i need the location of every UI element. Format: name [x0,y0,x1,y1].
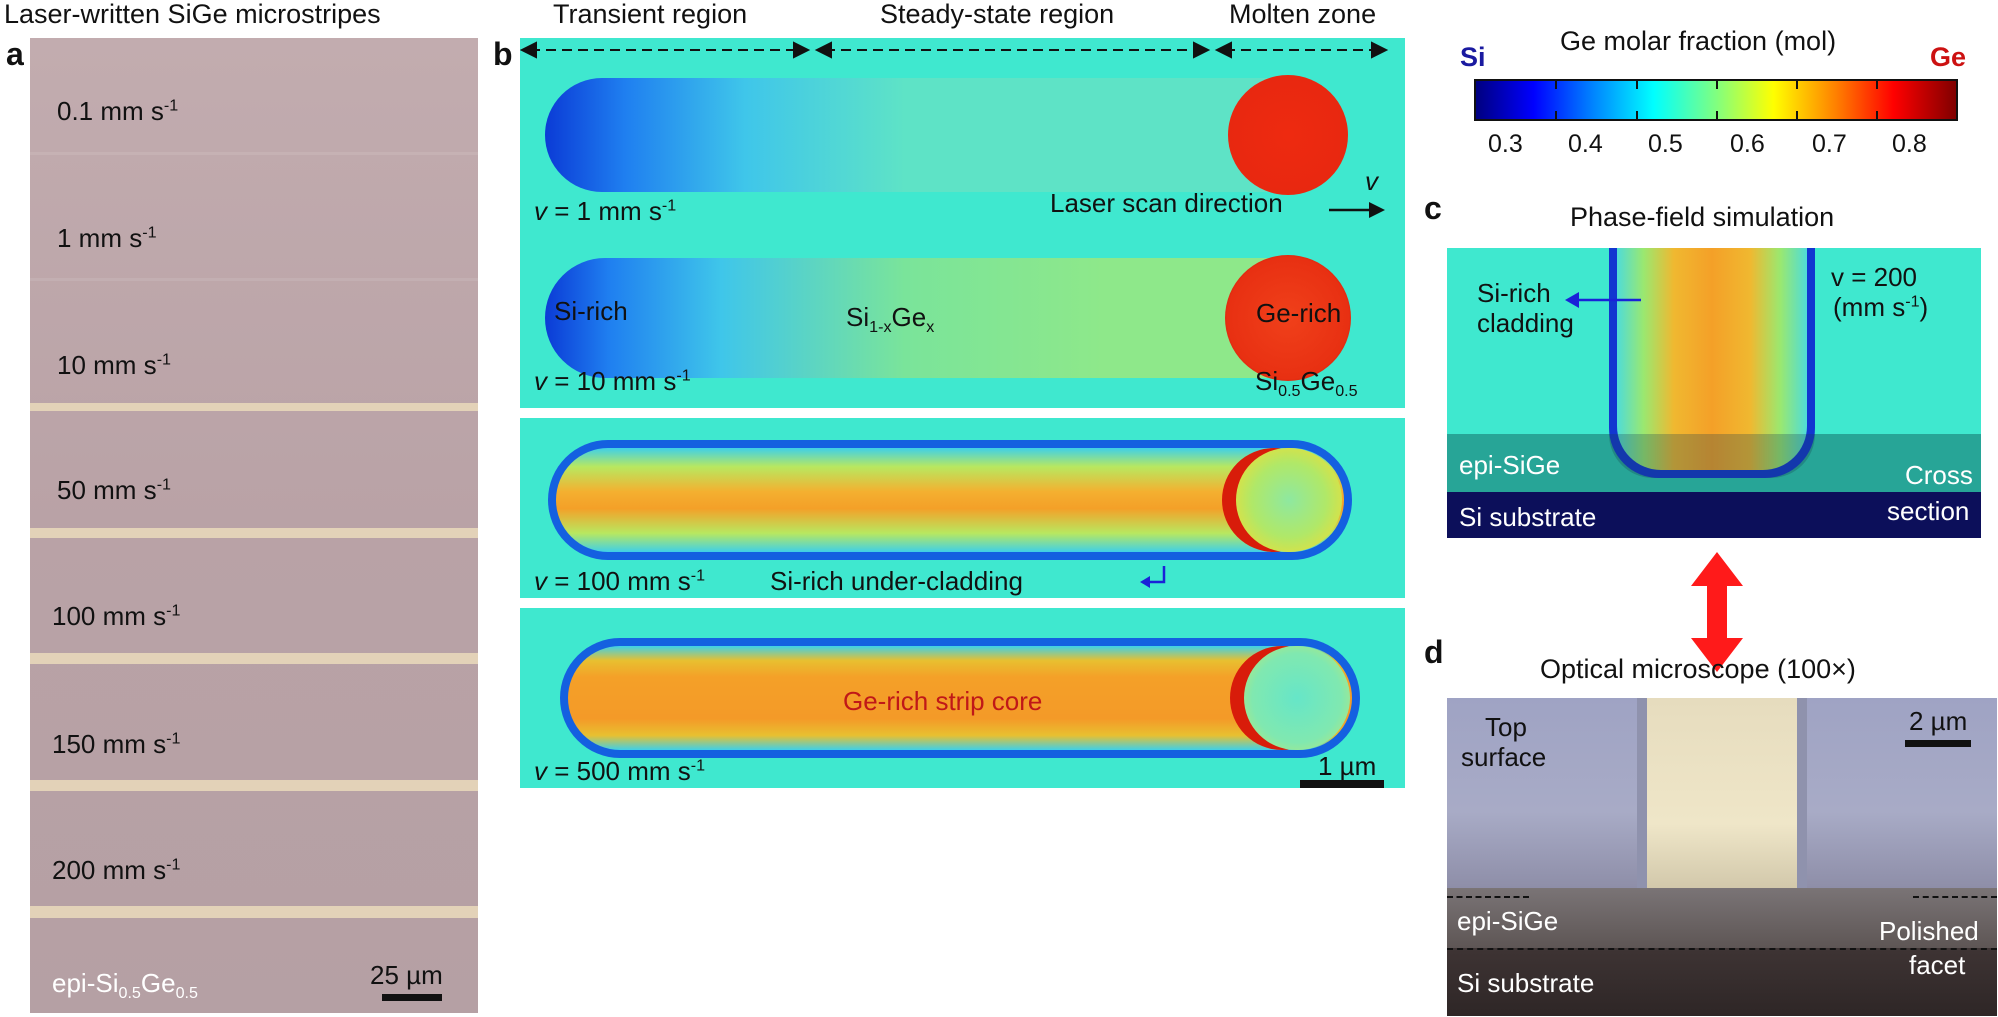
colorbar [1474,79,1958,121]
region-label-molten: Molten zone [1229,0,1377,29]
epi-label-d: epi-SiGe [1457,906,1559,936]
molten-zone-1 [1228,75,1348,195]
colorbar-tick-3: 0.6 [1730,130,1765,158]
panel-b-letter: b [493,36,513,72]
panel-c-title: Phase-field simulation [1570,202,1835,232]
speed-label-b1: v = 1 mm s-1 [534,196,677,226]
stripe-150 [30,780,478,791]
facet-label-1: Polished [1879,916,1979,946]
cross-label-2: section [1887,496,1970,526]
melt-track-4-inner [568,646,1352,750]
speed-label-b3: v = 100 mm s-1 [534,566,706,596]
micrograph-strip-edge-right [1797,698,1807,888]
epi-label-c: epi-SiGe [1459,450,1561,480]
core-in-epi-overlay [1609,434,1815,478]
cladding-arrow [1565,292,1641,308]
laser-scan-label: Laser scan direction [1050,188,1283,218]
speed-label-0: 0.1 mm s-1 [57,96,179,126]
colorbar-tick-1: 0.4 [1568,130,1603,158]
simulation-v10: Si-rich Ge-rich Si1-xGex v = 10 mm s-1 S… [520,228,1405,408]
under-cladding-label: Si-rich under-cladding [770,566,1023,596]
region-label-transient: Transient region [553,0,748,29]
scale-bar-d [1905,740,1971,747]
melt-track-3-inner [556,448,1344,552]
colorbar-title: Ge molar fraction (mol) [1560,26,1837,56]
speed-label-3: 50 mm s-1 [57,475,172,505]
alloy-label: Si1-xGex [846,302,935,337]
molten-zone-4 [1244,646,1350,750]
colorbar-tick-4: 0.7 [1812,130,1847,158]
substrate-label-c: Si substrate [1459,502,1597,532]
substrate-label-d: Si substrate [1457,968,1595,998]
cladding-label-1: Si-rich [1477,278,1551,308]
top-surface-label-2: surface [1461,742,1547,772]
scale-bar-label-b: 1 µm [1318,751,1377,781]
stripe-200 [30,906,478,918]
micrograph-strip [1647,698,1797,908]
colorbar-tick-0: 0.3 [1488,130,1523,158]
speed-label-b4: v = 500 mm s-1 [534,756,706,786]
scale-bar-label-d: 2 µm [1909,706,1968,736]
strip-core [1617,248,1807,470]
laser-v-label: v [1365,166,1378,196]
faint-line-2 [30,278,478,281]
si05ge05-label: Si0.5Ge0.5 [1255,366,1358,401]
panel-d-letter: d [1424,634,1444,670]
region-label-steady: Steady-state region [880,0,1115,29]
microstripe-micrograph: 0.1 mm s-1 1 mm s-1 10 mm s-1 50 mm s-1 … [30,38,478,1013]
laser-scan-arrow [1329,202,1385,218]
melt-track-2 [545,258,1345,378]
cladding-label-2: cladding [1477,308,1574,338]
region-arrows [520,41,1389,59]
simulation-v100: v = 100 mm s-1 Si-rich under-cladding [520,418,1405,598]
speed-label-1: 1 mm s-1 [57,223,157,253]
stripe-100 [30,653,478,664]
micrograph-epi [1447,888,1997,948]
facet-label-2: facet [1909,950,1966,980]
speed-unit-c: (mm s-1) [1833,292,1929,322]
faint-line-1 [30,152,478,155]
top-surface-label-1: Top [1485,712,1527,742]
dash-bottom [1447,948,1997,950]
stripe-10 [30,403,478,411]
scale-bar-label-a: 25 µm [370,960,443,990]
speed-label-c: v = 200 [1831,262,1918,292]
si-rich-label-b2: Si-rich [554,296,628,326]
ge-rich-label-b2: Ge-rich [1256,298,1342,328]
speed-label-5: 150 mm s-1 [52,729,181,759]
panel-a-title: Laser-written SiGe microstripes [4,0,381,29]
molten-zone-3 [1236,448,1342,552]
scale-bar-a [382,994,442,1001]
melt-track-1 [545,78,1345,192]
colorbar-si-label: Si [1460,42,1486,72]
speed-label-2: 10 mm s-1 [57,350,172,380]
speed-label-4: 100 mm s-1 [52,601,181,631]
si-substrate-layer [1447,492,1981,538]
speed-label-6: 200 mm s-1 [52,855,181,885]
substrate-label: epi-Si0.5Ge0.5 [52,968,198,1003]
micrograph-substrate [1447,948,1997,1016]
micrograph-strip-edge-left [1637,698,1647,888]
molten-zone-2 [1225,255,1351,381]
optical-micrograph: Top surface 2 µm epi-SiGe Polished facet… [1447,698,1997,1016]
simulation-v1: v = 1 mm s-1 v Laser scan direction [520,38,1405,238]
cross-label-1: Cross [1905,460,1973,490]
colorbar-ge-label: Ge [1930,42,1967,72]
speed-label-b2: v = 10 mm s-1 [534,366,691,396]
scale-bar-b [1300,780,1384,788]
stripe-50 [30,528,478,538]
panel-d-title: Optical microscope (100×) [1540,654,1856,684]
simulation-v500: Ge-rich strip core v = 500 mm s-1 1 µm [520,608,1405,788]
dash-top-left [1447,896,1529,898]
panel-a-letter: a [6,36,24,72]
colorbar-tick-2: 0.5 [1648,130,1683,158]
strip-core-label: Ge-rich strip core [843,686,1043,716]
correspondence-arrow [1691,552,1743,672]
under-cladding-arrow [1140,566,1166,588]
colorbar-tick-5: 0.8 [1892,130,1927,158]
dash-top-right [1913,896,1997,898]
panel-c-letter: c [1424,190,1442,226]
phase-field-cross-section: Si-rich cladding v = 200 (mm s-1) epi-Si… [1447,248,1981,538]
